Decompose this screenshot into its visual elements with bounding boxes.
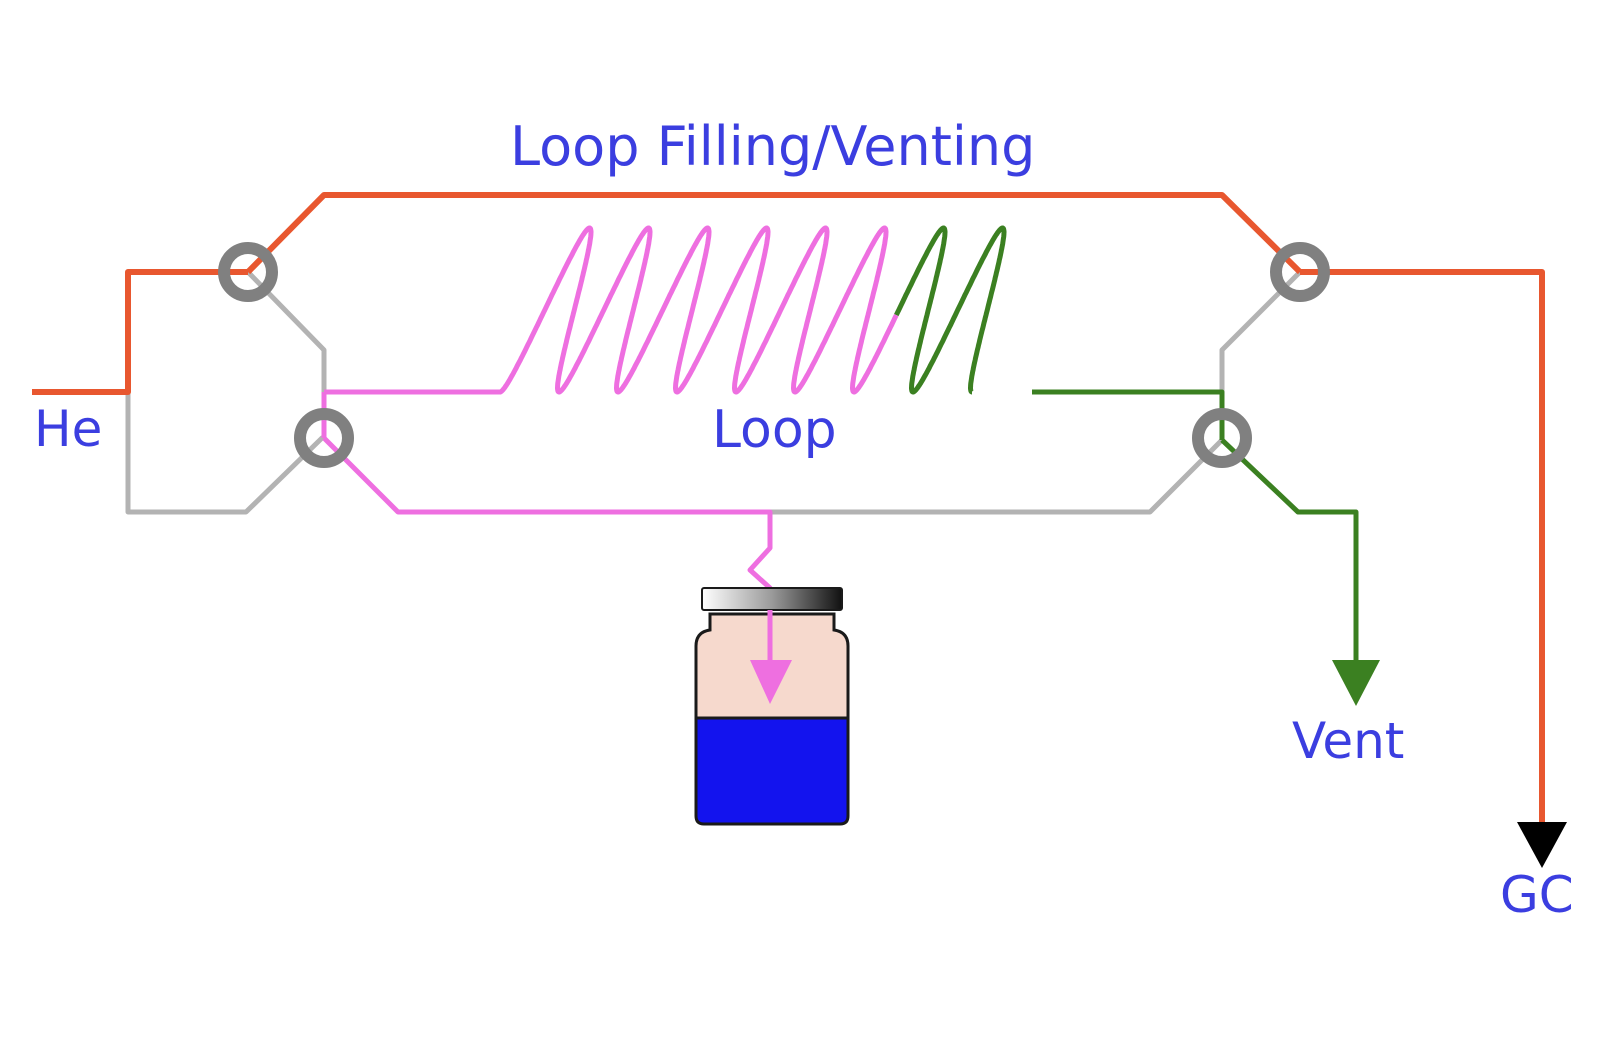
sample-vial-icon: [694, 587, 850, 826]
valve-port-bottom-right: [1192, 408, 1252, 468]
loop-label: Loop: [712, 400, 837, 460]
gc-label: GC: [1500, 866, 1574, 924]
sample-path-vial-needle: [322, 436, 773, 650]
vial-liquid: [694, 716, 850, 826]
inactive-path-bottom-link: [767, 437, 1225, 515]
carrier-path-top-bypass: [245, 192, 1303, 275]
valve-port-top-left: [218, 242, 278, 302]
valve-port-top-right: [1270, 242, 1330, 302]
carrier-gas-label: He: [34, 400, 103, 458]
vent-path-loop-outlet: [1032, 389, 1225, 440]
inactive-path-right-port-link: [1219, 269, 1303, 395]
inactive-path-he-bypass: [125, 387, 325, 515]
valve-port-bottom-left: [294, 408, 354, 468]
vent-label: Vent: [1292, 712, 1405, 770]
vial-cap: [701, 587, 843, 611]
carrier-path-to-gc: [1300, 269, 1545, 836]
inactive-path-left-port-link: [245, 269, 327, 395]
gc-arrow-icon: [1517, 822, 1567, 868]
vent-path-coil-segment: [894, 225, 1007, 395]
sample-flow-arrow-icon: [750, 660, 792, 704]
sample-path-coil-segment: [497, 225, 899, 395]
vent-arrow-icon: [1332, 660, 1380, 706]
diagram-title: Loop Filling/Venting: [510, 115, 1036, 178]
vent-path-to-vent: [1220, 438, 1359, 664]
carrier-path-he-inlet: [32, 269, 248, 395]
